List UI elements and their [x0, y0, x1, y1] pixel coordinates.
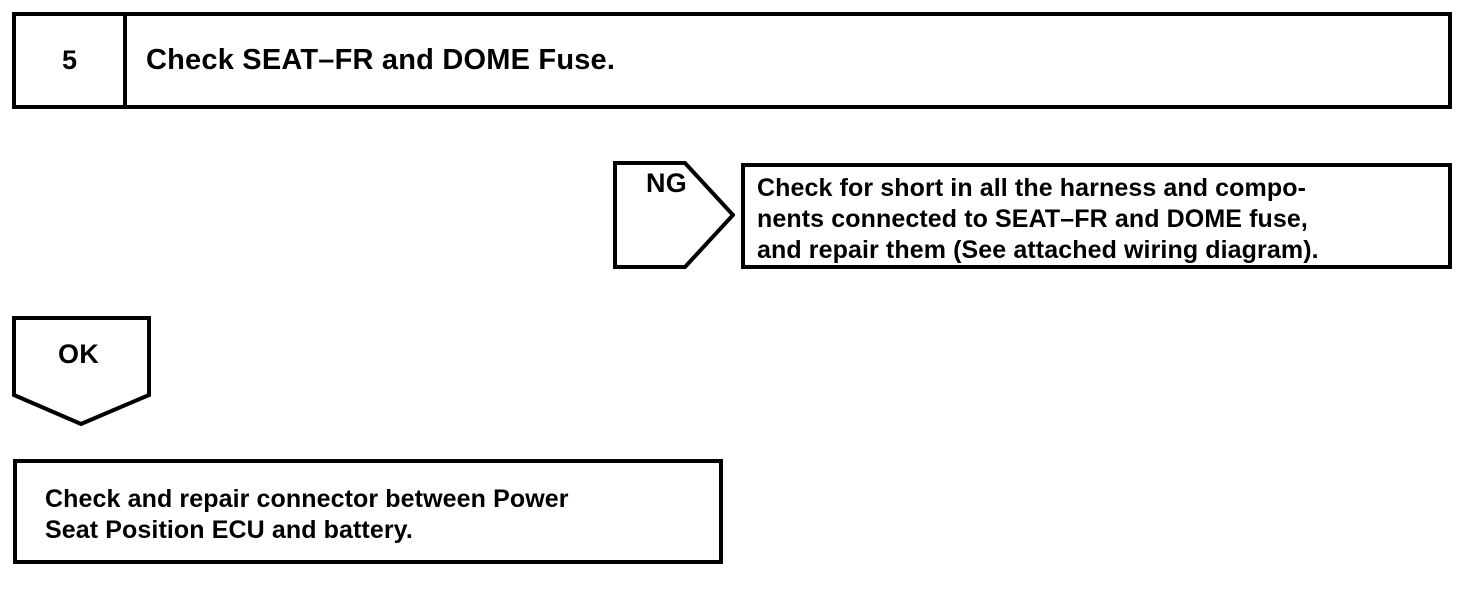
step-number-cell: 5: [16, 16, 127, 105]
ok-result-box: Check and repair connector between Power…: [13, 459, 723, 564]
ok-result-text: Check and repair connector between Power…: [45, 484, 569, 546]
step-box: 5 Check SEAT–FR and DOME Fuse.: [12, 12, 1452, 109]
ok-result-line: Seat Position ECU and battery.: [45, 516, 413, 544]
ng-label: NG: [646, 168, 688, 198]
ok-label: OK: [58, 339, 100, 369]
ng-result-line: Check for short in all the harness and c…: [757, 174, 1307, 202]
step-title: Check SEAT–FR and DOME Fuse.: [146, 44, 616, 76]
ok-result-line: Check and repair connector between Power: [45, 485, 569, 513]
ng-result-text: Check for short in all the harness and c…: [757, 173, 1319, 266]
ng-result-box: Check for short in all the harness and c…: [741, 163, 1452, 269]
ok-arrow-icon: [12, 316, 151, 426]
step-number: 5: [61, 45, 78, 75]
ng-result-line: nents connected to SEAT–FR and DOME fuse…: [757, 205, 1308, 233]
ng-arrow-icon: [613, 161, 735, 269]
ng-result-line: and repair them (See attached wiring dia…: [757, 236, 1319, 264]
